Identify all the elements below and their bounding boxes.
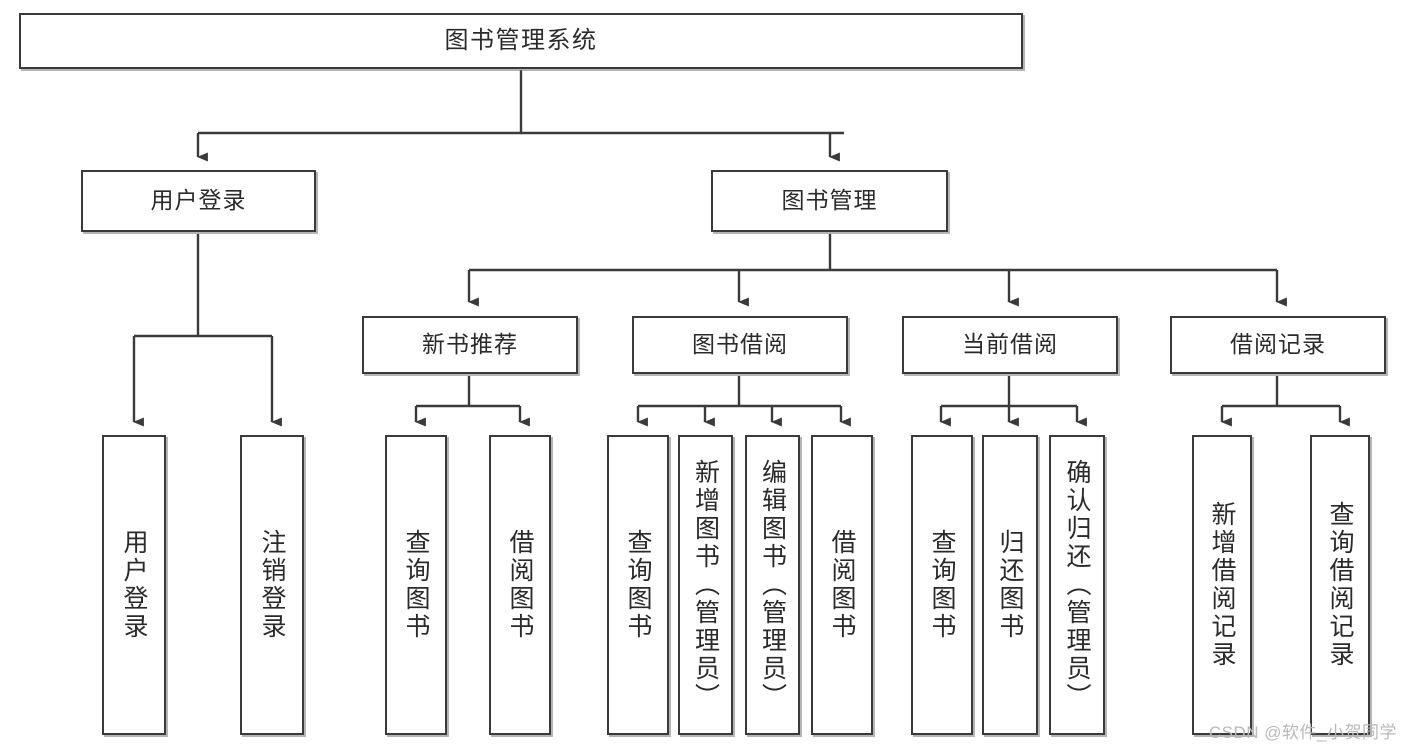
node-leaf-edit-book[interactable]: 编辑图书（管理员） — [745, 435, 800, 735]
node-borrow-record-label: 借阅记录 — [1230, 331, 1326, 358]
node-borrow-record[interactable]: 借阅记录 — [1170, 316, 1386, 374]
node-current-borrow[interactable]: 当前借阅 — [902, 316, 1118, 374]
node-leaf-add-book[interactable]: 新增图书（管理员） — [678, 435, 733, 735]
node-leaf-user-logout[interactable]: 注销登录 — [240, 435, 304, 735]
node-root[interactable]: 图书管理系统 — [19, 13, 1023, 69]
node-root-label: 图书管理系统 — [444, 26, 598, 54]
node-book-borrow[interactable]: 图书借阅 — [632, 316, 848, 374]
node-leaf-user-login-label: 用户登录 — [120, 529, 148, 641]
node-leaf-user-login[interactable]: 用户登录 — [102, 435, 166, 735]
node-new-book-recommend-label: 新书推荐 — [422, 331, 518, 358]
node-user-login[interactable]: 用户登录 — [81, 170, 316, 232]
node-leaf-user-logout-label: 注销登录 — [258, 529, 286, 641]
watermark: CSDN @软件_小贺同学 — [1208, 723, 1397, 742]
node-leaf-borrow-book-2[interactable]: 借阅图书 — [811, 435, 873, 735]
node-leaf-query-book-1[interactable]: 查询图书 — [385, 435, 447, 735]
node-leaf-borrow-book-1-label: 借阅图书 — [506, 529, 534, 641]
node-leaf-query-book-3[interactable]: 查询图书 — [911, 435, 973, 735]
node-leaf-edit-book-label: 编辑图书（管理员） — [758, 459, 787, 711]
node-leaf-query-record[interactable]: 查询借阅记录 — [1310, 435, 1370, 735]
node-leaf-confirm-return-label: 确认归还（管理员） — [1063, 459, 1091, 711]
node-leaf-borrow-book-2-label: 借阅图书 — [828, 529, 856, 641]
node-leaf-confirm-return[interactable]: 确认归还（管理员） — [1049, 435, 1105, 735]
node-leaf-return-book[interactable]: 归还图书 — [982, 435, 1038, 735]
node-current-borrow-label: 当前借阅 — [962, 331, 1058, 358]
node-leaf-query-book-3-label: 查询图书 — [928, 529, 956, 641]
node-leaf-query-record-label: 查询借阅记录 — [1326, 501, 1354, 669]
node-leaf-query-book-1-label: 查询图书 — [402, 529, 430, 641]
node-leaf-add-book-label: 新增图书（管理员） — [691, 459, 720, 711]
node-new-book-recommend[interactable]: 新书推荐 — [362, 316, 578, 374]
node-user-login-label: 用户登录 — [150, 187, 247, 214]
node-leaf-add-record-label: 新增借阅记录 — [1208, 501, 1236, 669]
node-leaf-return-book-label: 归还图书 — [996, 529, 1024, 641]
node-leaf-add-record[interactable]: 新增借阅记录 — [1192, 435, 1252, 735]
node-book-manage-label: 图书管理 — [781, 187, 878, 214]
node-leaf-query-book-2[interactable]: 查询图书 — [607, 435, 669, 735]
node-leaf-query-book-2-label: 查询图书 — [624, 529, 652, 641]
node-leaf-borrow-book-1[interactable]: 借阅图书 — [489, 435, 551, 735]
node-book-borrow-label: 图书借阅 — [692, 331, 788, 358]
node-book-manage[interactable]: 图书管理 — [711, 170, 948, 232]
